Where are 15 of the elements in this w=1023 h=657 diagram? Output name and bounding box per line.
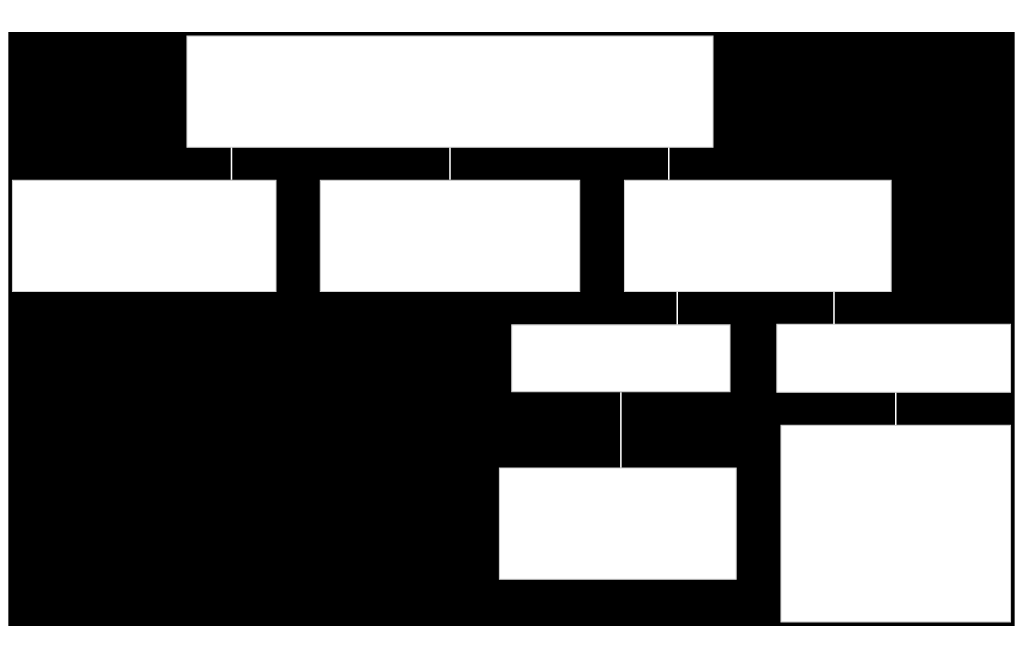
node-box [780, 424, 1012, 622]
connector [620, 390, 622, 468]
node-box [623, 179, 892, 292]
connector [833, 290, 835, 325]
node-box [319, 179, 581, 292]
node-box [776, 323, 1012, 393]
connector [676, 290, 678, 325]
node-box [11, 179, 277, 292]
connector [449, 146, 451, 181]
connector [895, 391, 897, 426]
connector [230, 146, 233, 181]
connector [668, 146, 670, 181]
node-box [511, 323, 731, 392]
node-box [186, 35, 714, 148]
node-box [498, 466, 737, 580]
